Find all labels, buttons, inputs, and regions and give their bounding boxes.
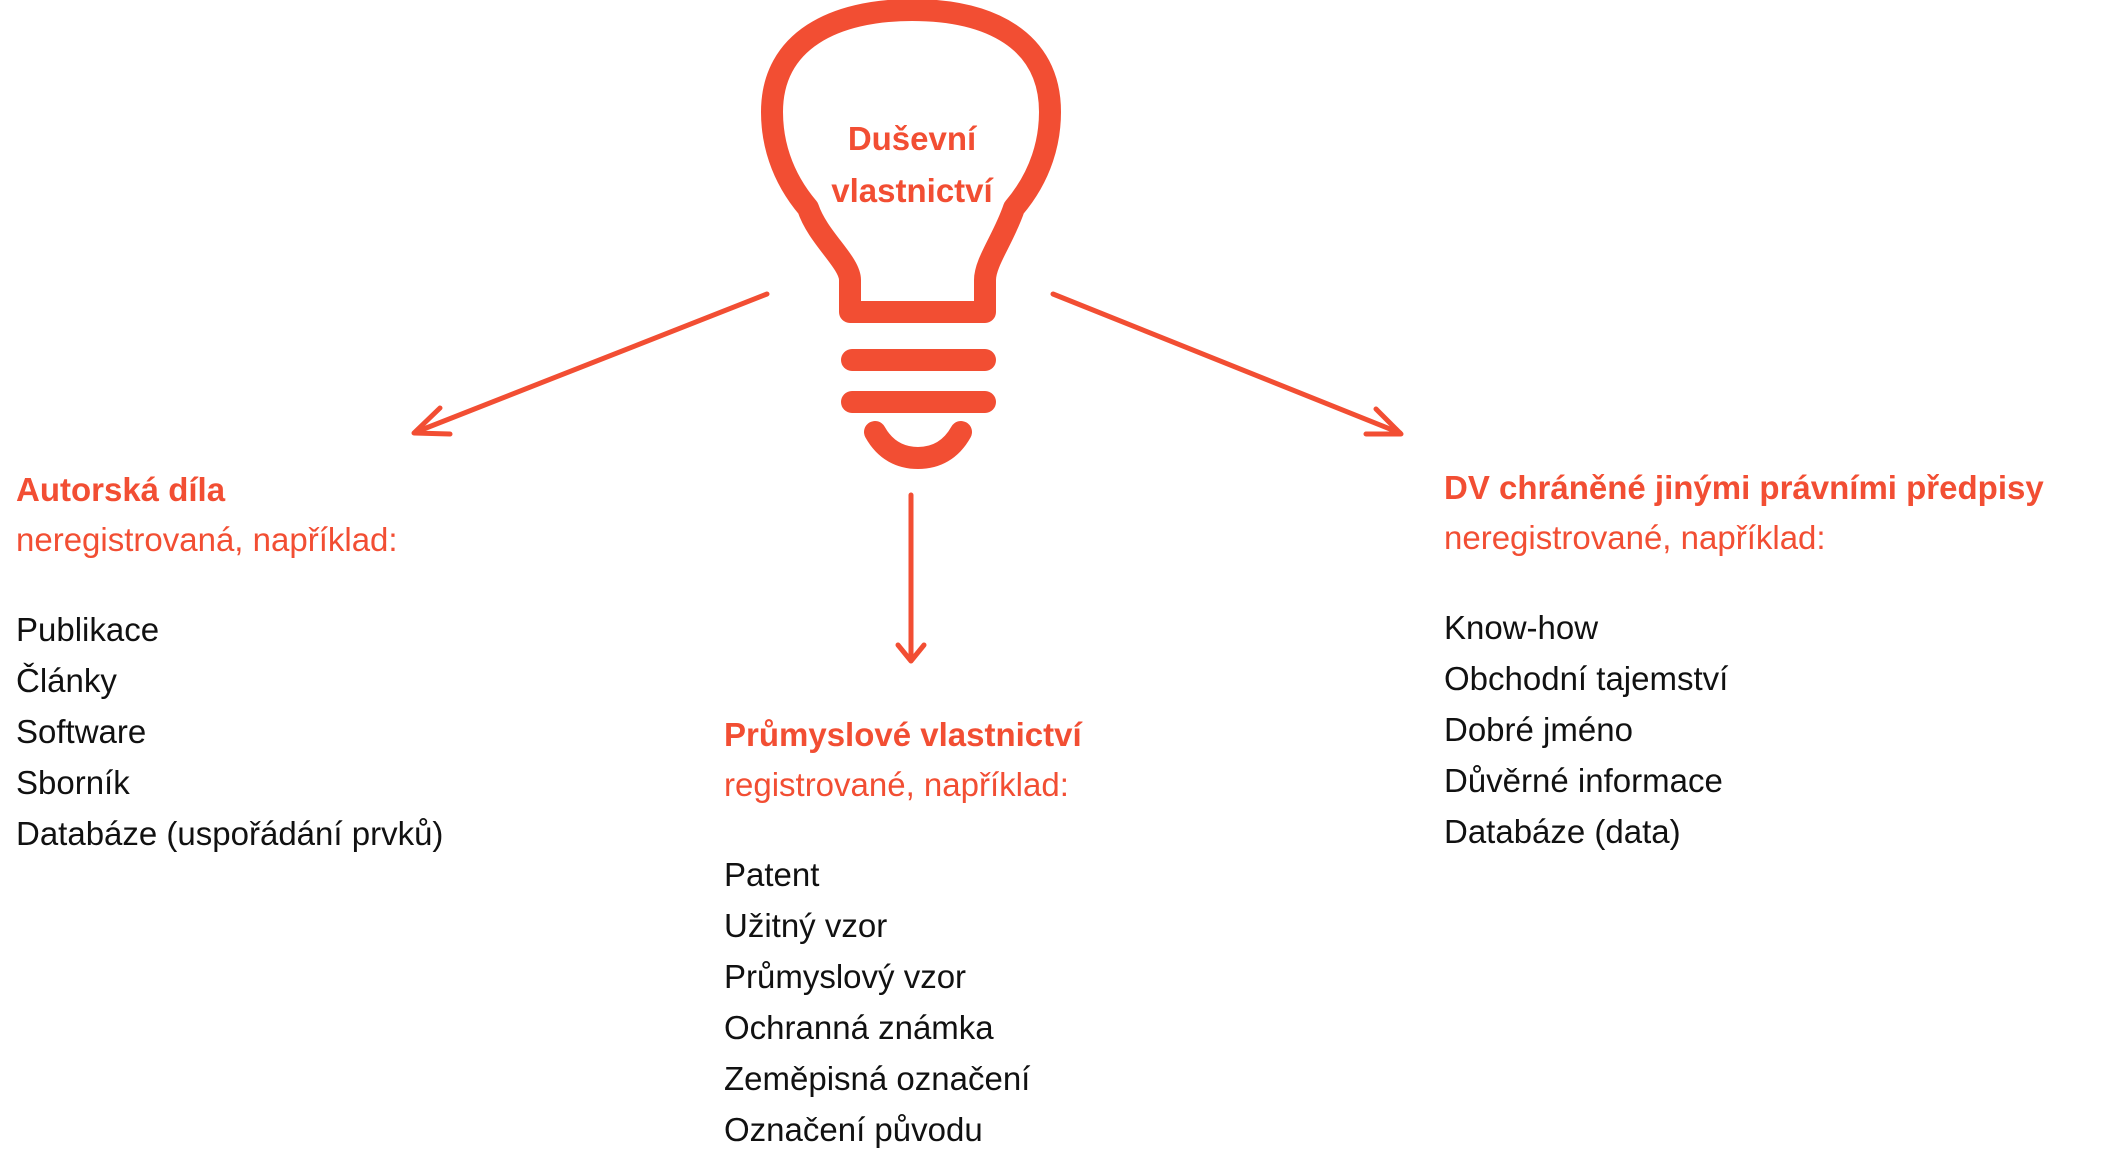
list-item: Obchodní tajemství [1444, 660, 1729, 697]
bulb-base-cap [864, 421, 972, 469]
column-subtitle: registrované, například: [724, 766, 1069, 803]
list-item: Zeměpisná označení [724, 1060, 1031, 1097]
list-item: Databáze (data) [1444, 813, 1681, 850]
list-item: Dobré jméno [1444, 711, 1633, 748]
column-other-ip: DV chráněné jinými právními předpisy ner… [1444, 468, 2044, 857]
bulb-glass [761, 0, 1061, 323]
list-item: Software [16, 713, 147, 750]
list-item: Označení původu [724, 1111, 983, 1148]
arrow-middle-head [895, 642, 927, 664]
list-item: Sborník [16, 764, 130, 801]
arrow-left-head [411, 405, 453, 437]
column-title: Autorská díla [16, 471, 226, 508]
list-item: Užitný vzor [724, 907, 888, 944]
column-item-list: Know-how Obchodní tajemství Dobré jméno … [1444, 602, 2044, 857]
column-industrial-property: Průmyslové vlastnictví registrované, nap… [724, 715, 1082, 1155]
column-copyright-works: Autorská díla neregistrovaná, například:… [16, 470, 443, 859]
column-title: Průmyslové vlastnictví [724, 716, 1082, 753]
list-item: Důvěrné informace [1444, 762, 1723, 799]
column-title: DV chráněné jinými právními předpisy [1444, 469, 2044, 506]
column-subtitle: neregistrované, například: [1444, 519, 1826, 556]
arrows [411, 291, 1404, 664]
column-item-list: Patent Užitný vzor Průmyslový vzor Ochra… [724, 849, 1082, 1155]
bulb-label-line-1: Duševní [847, 120, 977, 157]
list-item: Články [16, 662, 117, 699]
lightbulb-icon [761, 0, 1061, 469]
list-item: Know-how [1444, 609, 1599, 646]
list-item: Databáze (uspořádání prvků) [16, 815, 444, 852]
list-item: Ochranná známka [724, 1009, 994, 1046]
column-item-list: Publikace Články Software Sborník Databá… [16, 604, 443, 859]
bulb-label: Duševní vlastnictví [792, 113, 1032, 217]
list-item: Průmyslový vzor [724, 958, 967, 995]
arrow-right-line [1050, 291, 1403, 436]
column-subtitle: neregistrovaná, například: [16, 521, 398, 558]
arrow-left-line [413, 291, 770, 435]
bulb-label-line-2: vlastnictví [831, 172, 993, 209]
arrow-right-head [1363, 406, 1404, 437]
list-item: Publikace [16, 611, 160, 648]
list-item: Patent [724, 856, 820, 893]
